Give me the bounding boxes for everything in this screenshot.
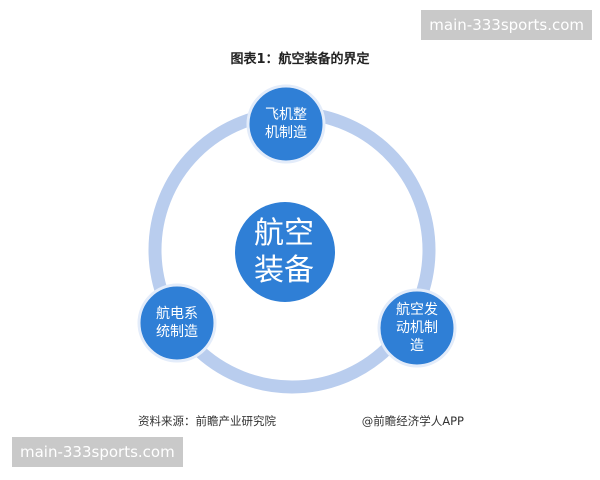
node-right-line2: 动机制 [396, 319, 438, 336]
node-top-line1: 飞机整 [265, 106, 307, 123]
watermark-top: main-333sports.com [421, 10, 592, 40]
diagram-title: 图表1：航空装备的界定 [230, 52, 370, 67]
node-aircraft-manufacturing: 飞机整 机制造 [248, 86, 324, 162]
center-line1: 航空 [254, 215, 314, 251]
node-right-line3: 造 [410, 338, 424, 355]
source-note: 资料来源：前瞻产业研究院 [138, 414, 276, 428]
center-aviation-equipment: 航空 装备 [232, 200, 336, 304]
node-avionics-manufacturing: 航电系 统制造 [139, 285, 215, 361]
center-line2: 装备 [254, 253, 314, 288]
node-top-line2: 机制造 [265, 125, 307, 141]
node-engine-manufacturing: 航空发 动机制 造 [379, 290, 455, 366]
node-top-circle [246, 84, 326, 164]
node-left-line1: 航电系 [156, 305, 198, 322]
node-right-line1: 航空发 [396, 301, 438, 318]
center-circle [235, 202, 335, 302]
node-right-circle [377, 288, 457, 368]
node-left-circle [137, 283, 217, 363]
node-left-line2: 统制造 [156, 324, 198, 340]
credit-note: @前瞻经济学人APP [361, 414, 464, 428]
watermark-bottom: main-333sports.com [12, 437, 183, 467]
